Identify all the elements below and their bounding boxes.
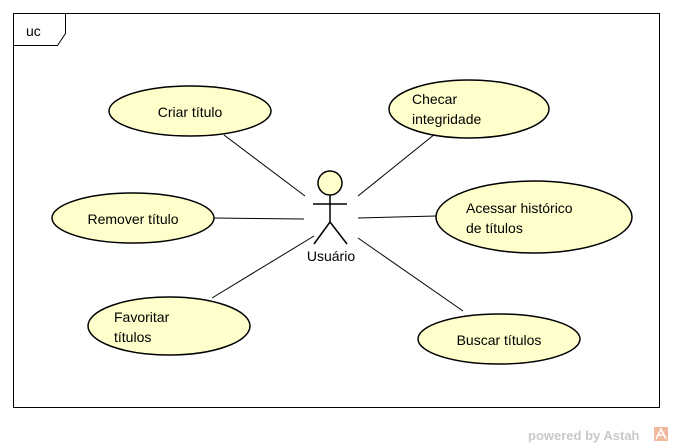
actor-right-leg [329,221,348,245]
use-case-buscar-titulos[interactable]: Buscar títulos [417,313,581,365]
use-case-remover-titulo[interactable]: Remover título [51,192,215,244]
astah-watermark: powered by Astah [528,427,668,443]
use-case-label-line-2: integridade [412,111,481,127]
frame-tab [13,13,66,46]
use-case-checar-integridade[interactable]: Checar integridade [388,79,550,139]
association-acessar [357,215,437,219]
association-criar [223,134,306,197]
association-favoritar [211,235,315,299]
use-case-label-line-2: de títulos [466,220,523,236]
use-case-acessar-historico[interactable]: Acessar histórico de títulos [435,180,633,254]
use-case-label-line-1: Checar [412,91,457,107]
associations [211,133,464,312]
use-case-favoritar-titulos[interactable]: Favoritar títulos [87,296,251,356]
actor-name: Usuário [307,248,355,264]
watermark-prefix: powered by [528,428,603,443]
svg-text:powered by Astah: powered by Astah [528,428,640,443]
use-case-label: Remover título [87,211,178,227]
association-buscar [357,237,464,312]
association-remover [213,217,305,220]
astah-logo-mark [655,427,667,440]
actor-usuario[interactable] [313,170,348,245]
watermark-brand: Astah [603,428,639,443]
use-case-criar-titulo[interactable]: Criar título [108,85,272,137]
use-case-label: Criar título [158,104,223,120]
use-case-label-line-1: Favoritar [114,309,170,325]
frame-label: uc [26,23,41,39]
association-checar [357,133,436,197]
use-case-label-line-2: títulos [114,329,151,345]
use-case-label: Buscar títulos [457,332,542,348]
actor-head [317,170,343,196]
use-case-label-line-1: Acessar histórico [466,200,573,216]
actor-left-leg [313,221,331,245]
